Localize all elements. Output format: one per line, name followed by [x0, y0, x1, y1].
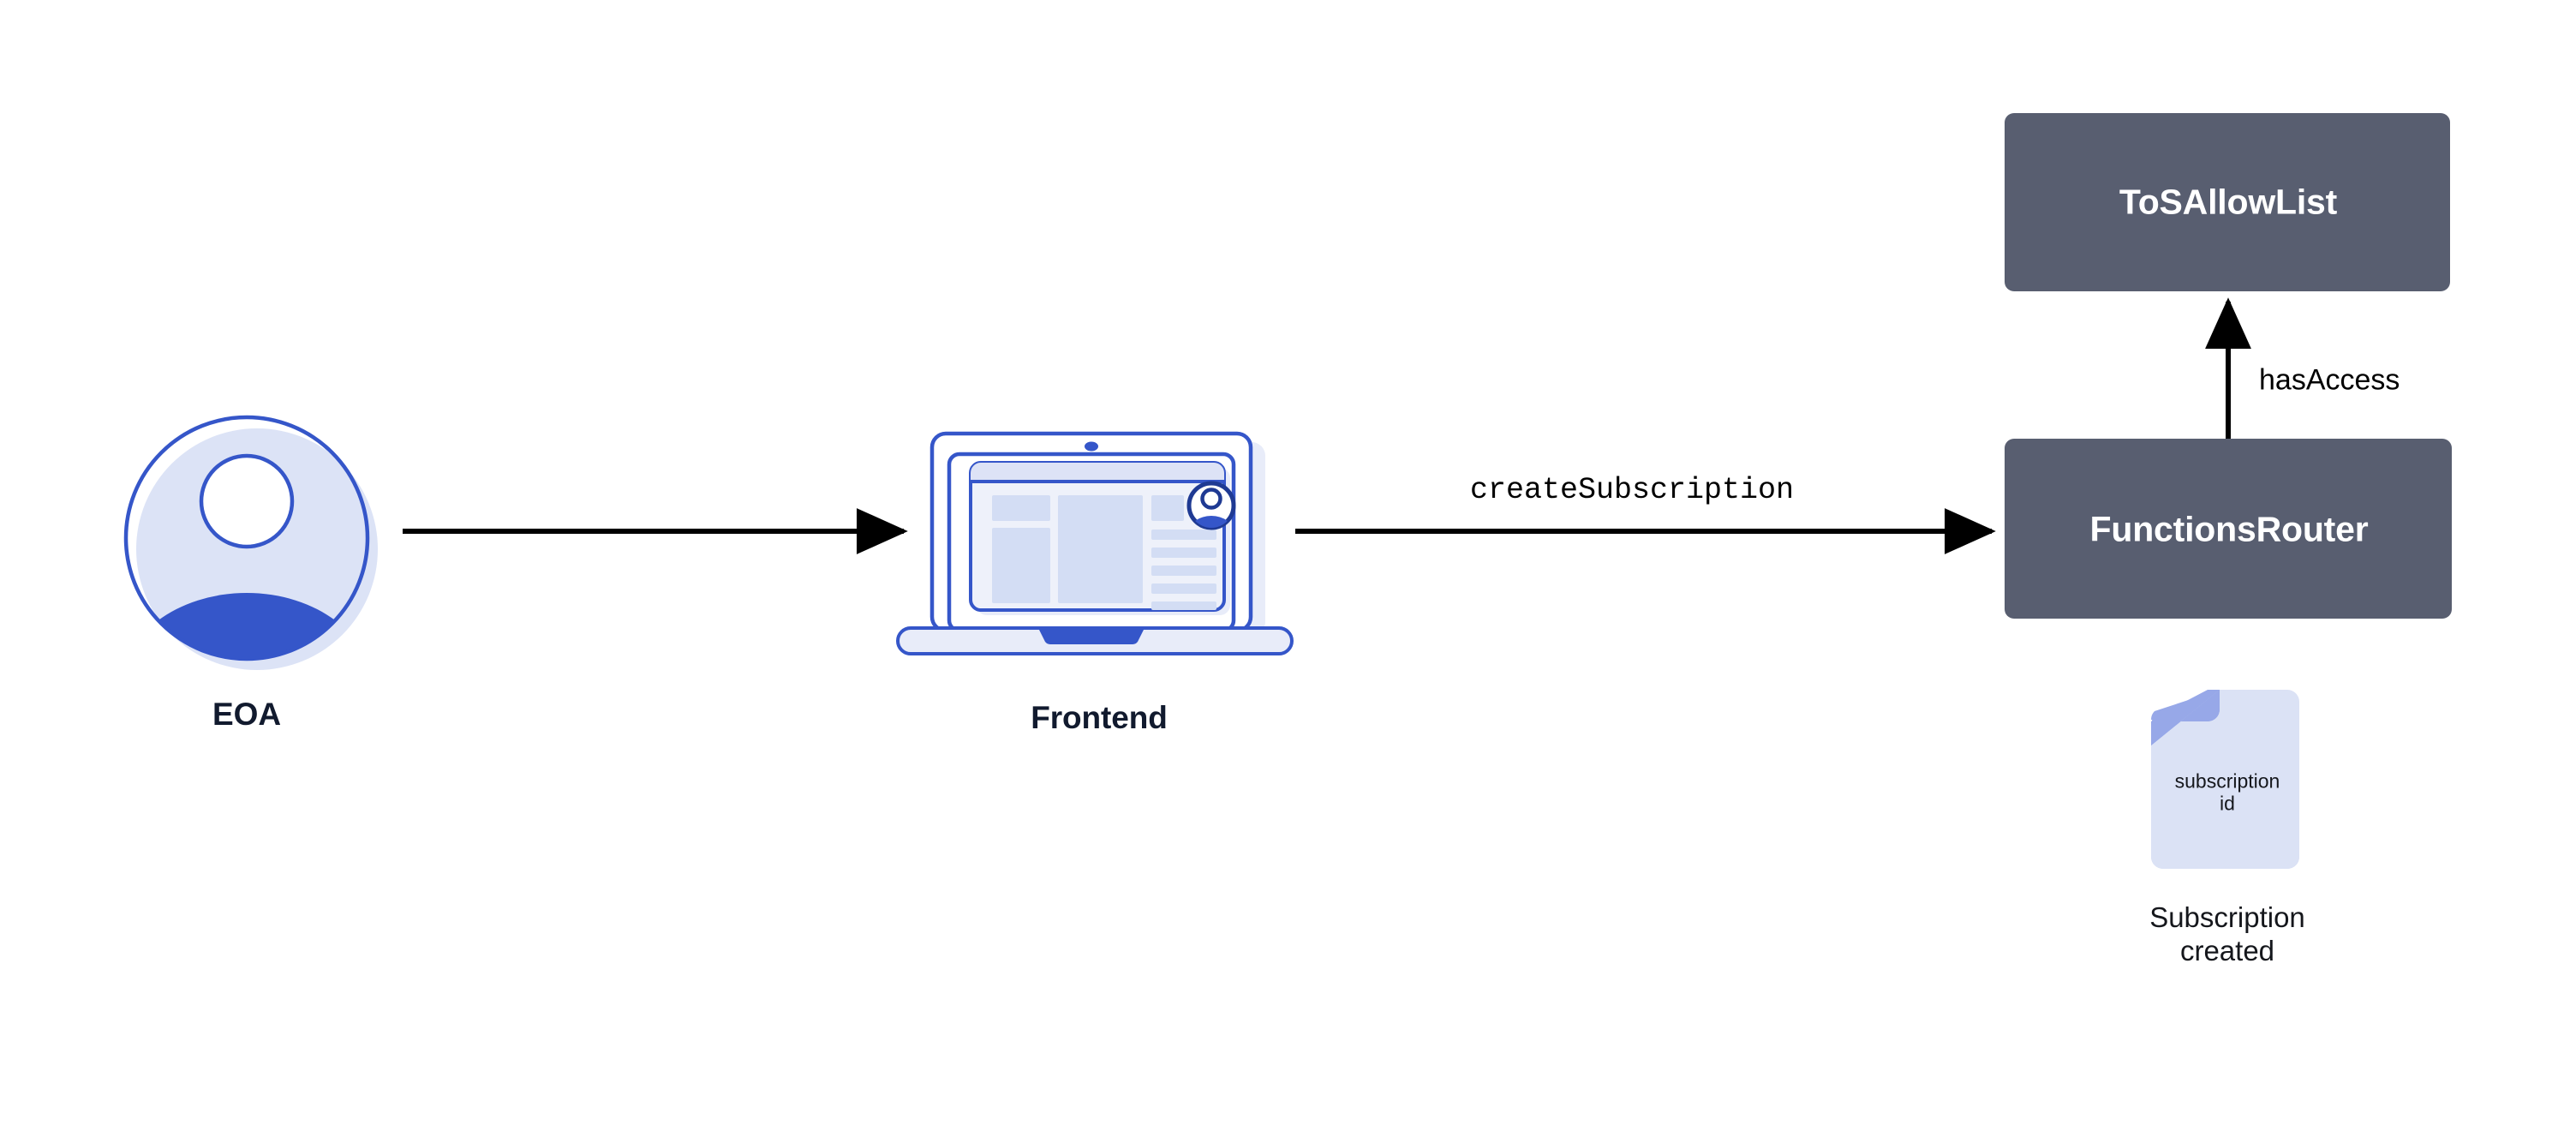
laptop-icon [896, 431, 1294, 655]
eoa-node[interactable] [126, 417, 368, 659]
functions-router-box[interactable] [2005, 439, 2452, 619]
tos-allow-list-box[interactable] [2005, 113, 2450, 291]
document-icon [2150, 690, 2299, 869]
subscription-document-node[interactable] [2151, 690, 2299, 869]
user-avatar-icon [123, 415, 378, 670]
frontend-node[interactable] [898, 428, 1292, 655]
screen-avatar-icon [1186, 481, 1236, 530]
